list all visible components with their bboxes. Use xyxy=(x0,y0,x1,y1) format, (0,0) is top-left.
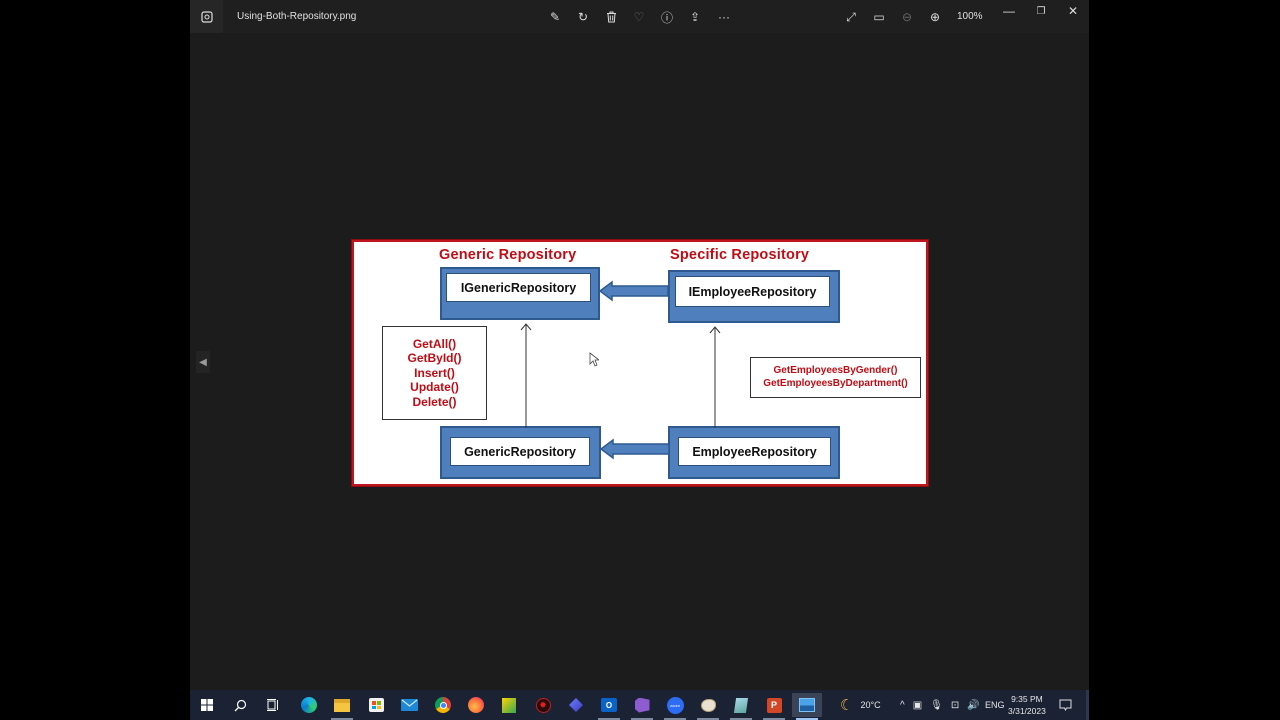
employee-repository-label: EmployeeRepository xyxy=(678,437,831,466)
heading-specific-repository: Specific Repository xyxy=(670,247,810,263)
iemployee-repository-box: IEmployeeRepository xyxy=(668,270,840,323)
method-item: Delete() xyxy=(412,394,457,409)
method-item: Update() xyxy=(410,380,459,395)
restore-button[interactable]: ❐ xyxy=(1036,5,1046,17)
zoom-app-icon[interactable]: zoom xyxy=(660,693,690,720)
rotate-icon[interactable]: ↻ xyxy=(577,10,589,24)
zoom-level[interactable]: 100% xyxy=(957,11,983,22)
zoom-out-icon[interactable]: ⊖ xyxy=(901,10,913,24)
edit-image-icon[interactable]: ✎ xyxy=(549,10,561,24)
generic-repository-box: GenericRepository xyxy=(440,426,601,479)
windows-taskbar: ✸ O zoom P ☾ 20°C ^ ▣ xyxy=(190,690,1089,720)
notifications-icon[interactable] xyxy=(1059,690,1072,720)
image-canvas: ◀ Generic Repository Specific Repository… xyxy=(190,33,1089,690)
fullscreen-icon[interactable]: ⤢ xyxy=(846,9,856,24)
power-automate-icon[interactable] xyxy=(561,693,591,717)
sticky-notes-icon[interactable] xyxy=(494,693,524,717)
igeneric-repository-label: IGenericRepository xyxy=(446,273,591,302)
inheritance-arrow-bottom xyxy=(599,438,670,460)
fit-to-window-icon[interactable]: ▭ xyxy=(873,10,885,24)
close-button[interactable]: ✕ xyxy=(1067,4,1079,18)
weather-widget[interactable]: ☾ 20°C xyxy=(840,690,881,720)
microsoft-store-icon[interactable] xyxy=(361,693,391,717)
window-title: Using-Both-Repository.png xyxy=(237,11,357,22)
employee-repository-box: EmployeeRepository xyxy=(668,426,840,479)
show-hidden-icons-chevron-icon[interactable]: ^ xyxy=(900,699,905,711)
language-indicator[interactable]: ENG xyxy=(985,700,1005,710)
heading-generic-repository: Generic Repository xyxy=(439,247,577,263)
clock[interactable]: 9:35 PM 3/31/2023 xyxy=(1008,690,1046,720)
repository-diagram: Generic Repository Specific Repository I… xyxy=(351,239,929,487)
network-icon[interactable]: ⊡ xyxy=(950,699,960,711)
edge-icon[interactable] xyxy=(294,693,324,717)
method-item: GetEmployeesByDepartment() xyxy=(763,377,908,389)
search-icon[interactable] xyxy=(225,693,255,717)
outlook-icon[interactable]: O xyxy=(594,693,624,720)
iemployee-repository-label: IEmployeeRepository xyxy=(675,276,830,307)
mouse-cursor-icon xyxy=(589,352,599,367)
generic-repository-label: GenericRepository xyxy=(450,437,590,466)
start-button[interactable] xyxy=(192,693,222,717)
previous-image-button[interactable]: ◀ xyxy=(196,351,210,373)
more-icon[interactable]: ··· xyxy=(718,10,730,24)
volume-icon[interactable]: 🔊 xyxy=(967,699,980,711)
generic-methods-box: GetAll() GetById() Insert() Update() Del… xyxy=(382,326,487,420)
microphone-icon[interactable]: 🎙 xyxy=(930,699,943,711)
info-icon[interactable]: ⓘ xyxy=(660,10,673,25)
method-item: Insert() xyxy=(414,365,455,380)
system-tray: ^ ▣ 🎙 ⊡ 🔊 xyxy=(900,690,980,720)
show-desktop-button[interactable] xyxy=(1086,690,1089,720)
paint-icon[interactable] xyxy=(693,693,723,720)
clock-time: 9:35 PM xyxy=(1011,694,1043,704)
zoom-in-icon[interactable]: ⊕ xyxy=(929,10,941,24)
clock-date: 3/31/2023 xyxy=(1008,706,1046,716)
moon-icon: ☾ xyxy=(840,697,854,714)
photos-icon[interactable] xyxy=(792,693,822,720)
task-view-icon[interactable] xyxy=(258,693,288,717)
igeneric-repository-box: IGenericRepository xyxy=(440,267,600,320)
visual-studio-icon[interactable] xyxy=(627,693,657,720)
method-item: GetAll() xyxy=(412,336,457,351)
implements-arrow-generic xyxy=(520,323,532,428)
powerpoint-icon[interactable]: P xyxy=(759,693,789,720)
delete-icon[interactable] xyxy=(600,6,622,28)
method-item: GetEmployeesByGender() xyxy=(773,365,898,376)
title-bar: Using-Both-Repository.png ✎ ↻ ♡ ⓘ ⇪ ··· … xyxy=(190,0,1089,33)
share-icon[interactable]: ⇪ xyxy=(689,10,701,24)
meet-now-icon[interactable]: ▣ xyxy=(912,699,923,711)
minimize-button[interactable]: — xyxy=(1003,4,1015,18)
red-app-icon[interactable]: ✸ xyxy=(528,693,558,717)
favorite-icon[interactable]: ♡ xyxy=(633,10,645,24)
firefox-icon[interactable] xyxy=(461,693,491,717)
chrome-icon[interactable] xyxy=(428,693,458,717)
photos-app-icon[interactable] xyxy=(190,0,223,33)
file-explorer-icon[interactable] xyxy=(327,693,357,720)
method-item: GetById() xyxy=(407,351,462,366)
weather-temp: 20°C xyxy=(860,700,881,710)
implements-arrow-employee xyxy=(709,326,721,428)
inheritance-arrow-top xyxy=(598,280,669,302)
mail-icon[interactable] xyxy=(394,693,424,717)
photos-app-window: Using-Both-Repository.png ✎ ↻ ♡ ⓘ ⇪ ··· … xyxy=(190,0,1089,720)
specific-methods-box: GetEmployeesByGender() GetEmployeesByDep… xyxy=(750,357,921,398)
notepad-icon[interactable] xyxy=(726,693,756,720)
